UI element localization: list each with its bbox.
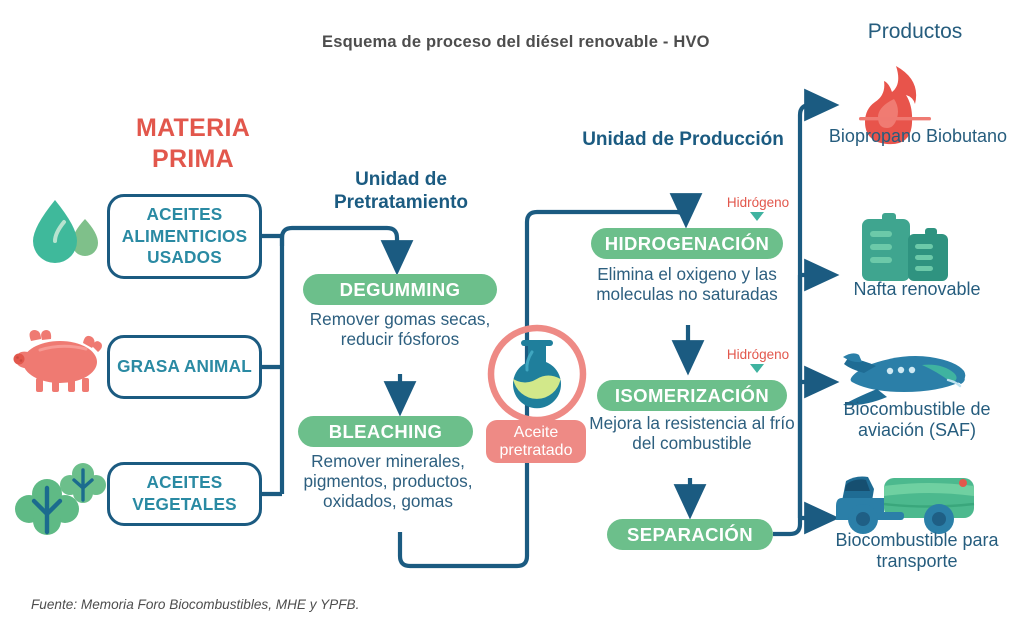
step-degumming[interactable]: DEGUMMING: [303, 274, 497, 305]
source-note: Fuente: Memoria Foro Biocombustibles, MH…: [31, 597, 360, 612]
step-isomerizacion[interactable]: ISOMERIZACIÓN: [597, 380, 787, 411]
product-label-saf: Biocombustible de aviación (SAF): [843, 399, 991, 441]
product-label-transporte: Biocombustible para transporte: [835, 530, 999, 572]
step-hidrogenacion[interactable]: HIDROGENACIÓN: [591, 228, 783, 259]
step-bleaching-description: Remover minerales, pigmentos, productos,…: [303, 451, 473, 511]
product-label-nafta: Nafta renovable: [853, 279, 981, 299]
hydrogen-label-1: Hidrógeno: [726, 195, 790, 210]
material-box-grasa-animal[interactable]: GRASA ANIMAL: [107, 335, 262, 399]
productos-heading: Productos: [867, 20, 963, 43]
step-bleaching[interactable]: BLEACHING: [298, 416, 473, 447]
pretreatment-unit-heading: Unidad de Pretratamiento: [333, 169, 469, 214]
materia-prima-heading: MATERIA PRIMA: [135, 114, 251, 173]
plant-icon: [15, 463, 106, 535]
product-label-biopropano: Biopropano Biobutano: [828, 126, 1008, 146]
step-separacion[interactable]: SEPARACIÓN: [607, 519, 773, 550]
material-box-aceites-vegetales[interactable]: ACEITES VEGETALES: [107, 462, 262, 526]
hydrogen-label-2: Hidrógeno: [726, 347, 790, 362]
step-isomerizacion-description: Mejora la resistencia al frío del combus…: [589, 413, 795, 453]
tanker-truck-icon: [836, 476, 975, 534]
step-hidrogenacion-description: Elimina el oxigeno y las moleculas no sa…: [596, 264, 778, 304]
step-degumming-description: Remover gomas secas, reducir fósforos: [309, 309, 491, 349]
pig-icon: [13, 330, 102, 392]
jerrycan-icon: [862, 213, 948, 281]
flask-icon: [487, 324, 587, 424]
material-box-aceites-alimenticios[interactable]: ACEITES ALIMENTICIOS USADOS: [107, 194, 262, 279]
airplane-icon: [843, 353, 966, 406]
production-unit-heading: Unidad de Producción: [582, 129, 784, 150]
aceite-pretratado-label: Aceite pretratado: [486, 420, 586, 463]
oil-droplet-icon: [33, 200, 98, 263]
page-title: Esquema de proceso del diésel renovable …: [322, 33, 710, 51]
